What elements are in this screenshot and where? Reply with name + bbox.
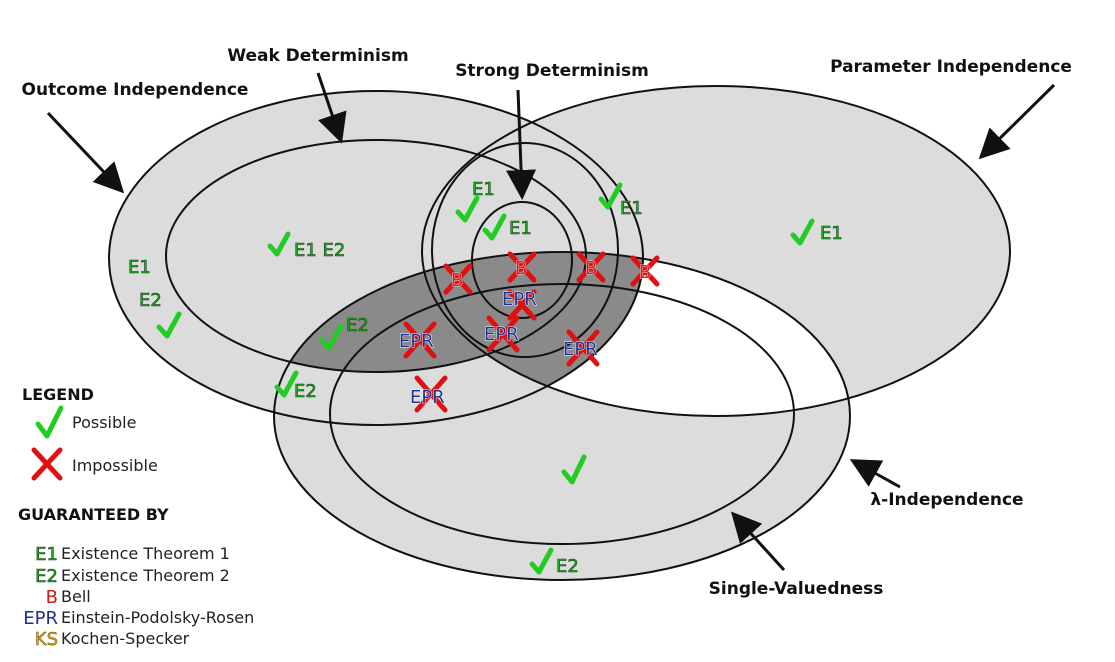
code-b-2: B [515, 258, 527, 279]
check-icon [598, 182, 623, 210]
code-e2-lambda-outer: E2 [294, 381, 317, 402]
arrow-parameter-independence [978, 83, 1056, 160]
guarantee-code-e1: E1 [35, 544, 58, 565]
label-outcome-independence: Outcome Independence [22, 80, 249, 100]
code-e1-pi: E1 [820, 223, 843, 244]
legend: LEGEND Possible Impossible [22, 385, 158, 481]
parameter-independence-ellipse [421, 85, 1011, 417]
code-e1-strong-outer: E1 [472, 179, 495, 200]
legend-impossible-label: Impossible [72, 456, 158, 475]
label-single-valuedness: Single-Valuedness [709, 579, 884, 599]
strong-determinism-outer-ellipse [431, 142, 619, 358]
guarantee-code-e2: E2 [35, 566, 58, 587]
lambda-independence-ellipse [273, 251, 851, 581]
x-icon [443, 263, 473, 295]
code-epr-3: EPR [484, 324, 519, 345]
legend-possible-label: Possible [72, 413, 136, 432]
guarantee-text-b: Bell [61, 587, 91, 606]
code-e2-oi: E2 [139, 290, 162, 311]
x-icon [507, 251, 537, 283]
code-e1-strong-inner: E1 [509, 218, 532, 239]
region-outlines [108, 85, 1011, 581]
arrow-weak-determinism [316, 72, 347, 144]
label-strong-determinism: Strong Determinism [455, 61, 649, 81]
code-epr-5: EPR [410, 387, 445, 408]
check-icon [156, 311, 182, 339]
check-icon [529, 547, 554, 575]
code-epr-2: EPR [399, 331, 434, 352]
x-icon [630, 255, 660, 287]
code-epr-1: EPR [502, 289, 537, 310]
code-b-3: B [585, 258, 597, 279]
label-weak-determinism: Weak Determinism [227, 46, 408, 66]
x-icon [403, 321, 437, 359]
guarantee-text-ks: Kochen-Specker [61, 629, 190, 648]
check-icon [790, 218, 815, 246]
guarantee-text-e1: Existence Theorem 1 [61, 544, 230, 563]
check-icon [267, 231, 291, 257]
code-e1-intersection: E1 [620, 198, 643, 219]
x-icon [576, 251, 606, 283]
guarantee-text-e2: Existence Theorem 2 [61, 566, 230, 585]
x-icon [486, 315, 520, 353]
possible-marks [156, 182, 815, 575]
guarantee-code-b: B [46, 587, 58, 608]
check-icon [455, 195, 480, 223]
guarantee-code-epr: EPR [23, 608, 58, 629]
weak-determinism-ellipse [165, 139, 587, 373]
guaranteed-title: GUARANTEED BY [18, 505, 169, 524]
label-parameter-independence: Parameter Independence [830, 57, 1072, 77]
code-e2-lambda-oi: E2 [346, 315, 369, 336]
check-icon [274, 370, 299, 398]
legend-x-icon [31, 447, 63, 481]
arrow-outcome-independence [46, 111, 125, 194]
legend-title: LEGEND [22, 385, 94, 404]
code-e1e2-weak: E1 E2 [294, 240, 345, 261]
check-icon [482, 213, 507, 241]
check-icon [561, 454, 587, 485]
guarantee-code-ks: KS [35, 629, 58, 650]
label-lambda-independence: λ-Independence [870, 490, 1023, 510]
check-icon [319, 323, 344, 351]
x-icon [507, 289, 537, 321]
code-e2-lambda-bottom: E2 [556, 556, 579, 577]
code-b-1: B [451, 270, 463, 291]
x-icon [566, 329, 600, 367]
pointer-arrows [46, 72, 1056, 572]
impossible-marks [403, 251, 660, 413]
guarantee-text-epr: Einstein-Podolsky-Rosen [61, 608, 254, 627]
single-valuedness-ellipse [329, 283, 795, 545]
legend-check-icon [35, 405, 64, 439]
guaranteed-by: GUARANTEED BY E1 Existence Theorem 1 E2 … [18, 505, 254, 650]
arrow-strong-determinism [506, 89, 537, 200]
x-icon [414, 375, 448, 413]
arrow-lambda-independence [849, 459, 901, 489]
code-b-4: B [639, 262, 651, 283]
code-epr-4: EPR [563, 339, 598, 360]
arrow-single-valuedness [730, 511, 786, 572]
strong-determinism-inner-ellipse [471, 201, 573, 319]
code-e1-oi: E1 [128, 257, 151, 278]
